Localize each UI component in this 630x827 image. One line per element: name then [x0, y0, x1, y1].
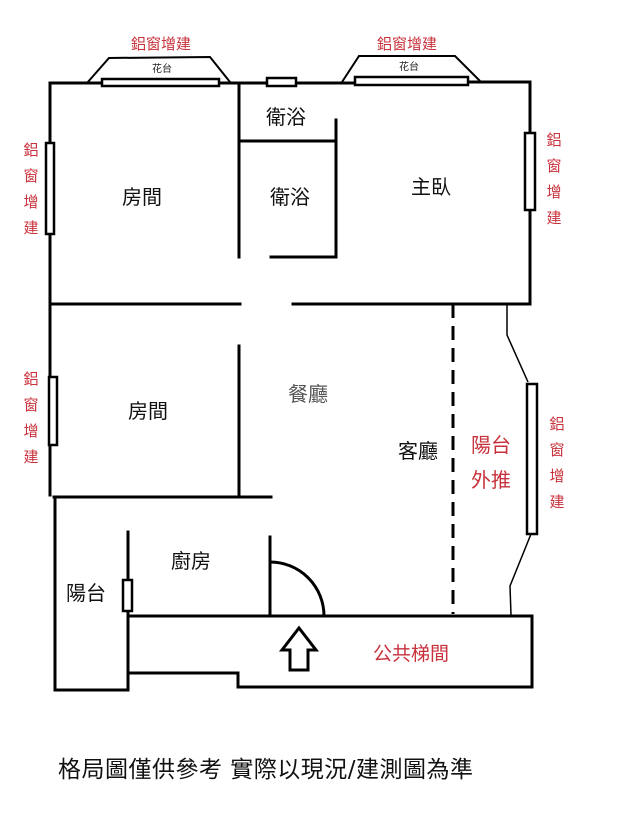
room-dining: 餐廳	[288, 382, 328, 406]
room-balcony-left: 陽台	[66, 581, 106, 605]
room-balcony-ext-2: 外推	[471, 468, 511, 492]
annotation-planter-top-right: 花台	[399, 62, 419, 73]
char: 增	[549, 467, 565, 485]
char: 增	[23, 422, 39, 440]
disclaimer-caption: 格局圖僅供參考 實際以現況/建測圖為準	[58, 757, 474, 783]
annotation-window-right-mid: 鋁 窗 增 建	[548, 411, 566, 515]
room-bath-top: 衛浴	[266, 105, 306, 129]
char: 鋁	[549, 415, 565, 433]
annotation-planter-top-left: 花台	[152, 64, 172, 75]
char: 窗	[546, 157, 562, 175]
char: 窗	[23, 167, 39, 185]
room-kitchen: 廚房	[171, 549, 211, 573]
room-bath-main: 衛浴	[270, 185, 310, 209]
room-public-stairwell: 公共梯間	[373, 643, 450, 665]
annotation-window-right-top: 鋁 窗 增 建	[545, 127, 563, 231]
room-living: 客廳	[398, 439, 438, 463]
annotation-window-top-left: 鋁窗增建	[131, 35, 192, 53]
entrance-arrow-icon	[278, 625, 320, 672]
room-master-bedroom: 主臥	[411, 175, 451, 199]
char: 增	[23, 193, 39, 211]
char: 窗	[549, 441, 565, 459]
annotation-window-left-mid: 鋁 窗 增 建	[22, 366, 40, 470]
door-swing-icon	[269, 560, 326, 617]
char: 窗	[23, 396, 39, 414]
char: 鋁	[23, 141, 39, 159]
room-balcony-ext-1: 陽台	[471, 433, 511, 457]
char: 鋁	[23, 370, 39, 388]
room-bedroom-top-left: 房間	[122, 185, 162, 209]
char: 建	[546, 209, 562, 227]
char: 建	[549, 493, 565, 511]
char: 建	[23, 219, 39, 237]
char: 增	[546, 183, 562, 201]
char: 鋁	[546, 131, 562, 149]
char: 建	[23, 448, 39, 466]
annotation-window-top-right: 鋁窗增建	[377, 35, 438, 53]
annotation-window-left-top: 鋁 窗 增 建	[22, 137, 40, 241]
room-bedroom-mid-left: 房間	[128, 399, 168, 423]
